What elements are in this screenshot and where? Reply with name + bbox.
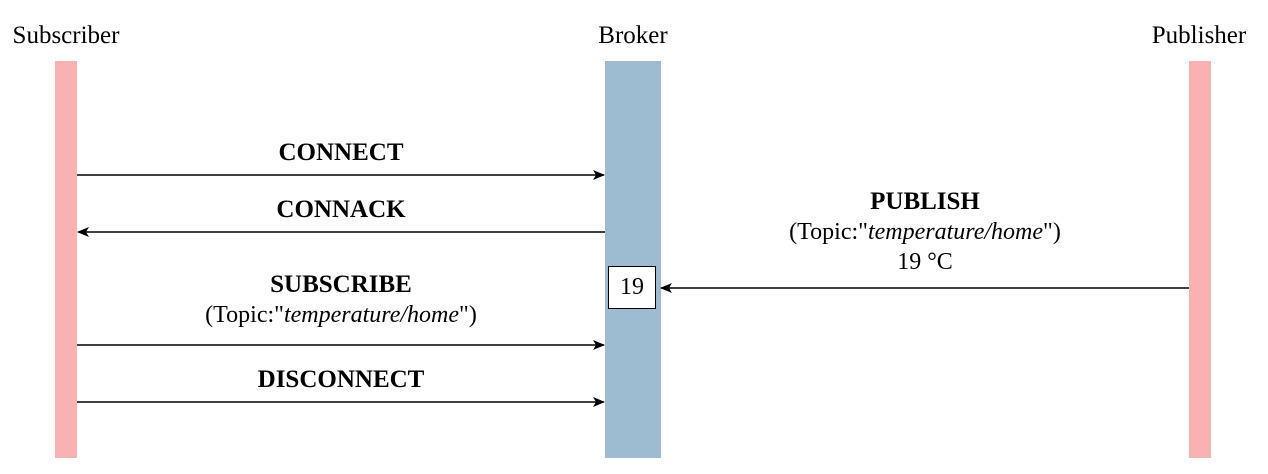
publish-topic-suffix: ") xyxy=(1043,219,1061,245)
publish-topic-line: (Topic:"temperature/home") xyxy=(789,217,1061,247)
publish-title: PUBLISH xyxy=(870,188,980,215)
disconnect-title: DISCONNECT xyxy=(257,366,425,393)
broker-lifeline xyxy=(605,61,661,458)
subscribe-topic-line: (Topic:"temperature/home") xyxy=(205,300,477,330)
disconnect-message: DISCONNECT xyxy=(258,365,425,395)
publisher-label: Publisher xyxy=(1151,22,1247,49)
subscriber-label: Subscriber xyxy=(12,22,120,49)
publisher-lifeline xyxy=(1189,61,1211,458)
broker-stored-value: 19 xyxy=(608,266,656,309)
publish-topic: temperature/home xyxy=(867,219,1044,245)
connack-message: CONNACK xyxy=(276,195,405,225)
publish-message: PUBLISH (Topic:"temperature/home") 19 °C xyxy=(789,187,1061,277)
connack-title: CONNACK xyxy=(276,196,406,223)
subscribe-topic-suffix: ") xyxy=(459,302,477,328)
subscriber-lifeline xyxy=(55,61,77,458)
subscribe-topic: temperature/home xyxy=(283,302,460,328)
publish-topic-prefix: (Topic:" xyxy=(789,219,868,245)
subscribe-topic-prefix: (Topic:" xyxy=(205,302,284,328)
publish-value: 19 °C xyxy=(897,249,953,275)
broker-label: Broker xyxy=(598,22,668,49)
connect-message: CONNECT xyxy=(278,138,403,168)
subscribe-message: SUBSCRIBE (Topic:"temperature/home") xyxy=(205,270,477,330)
connect-title: CONNECT xyxy=(278,139,404,166)
subscribe-title: SUBSCRIBE xyxy=(270,271,412,298)
